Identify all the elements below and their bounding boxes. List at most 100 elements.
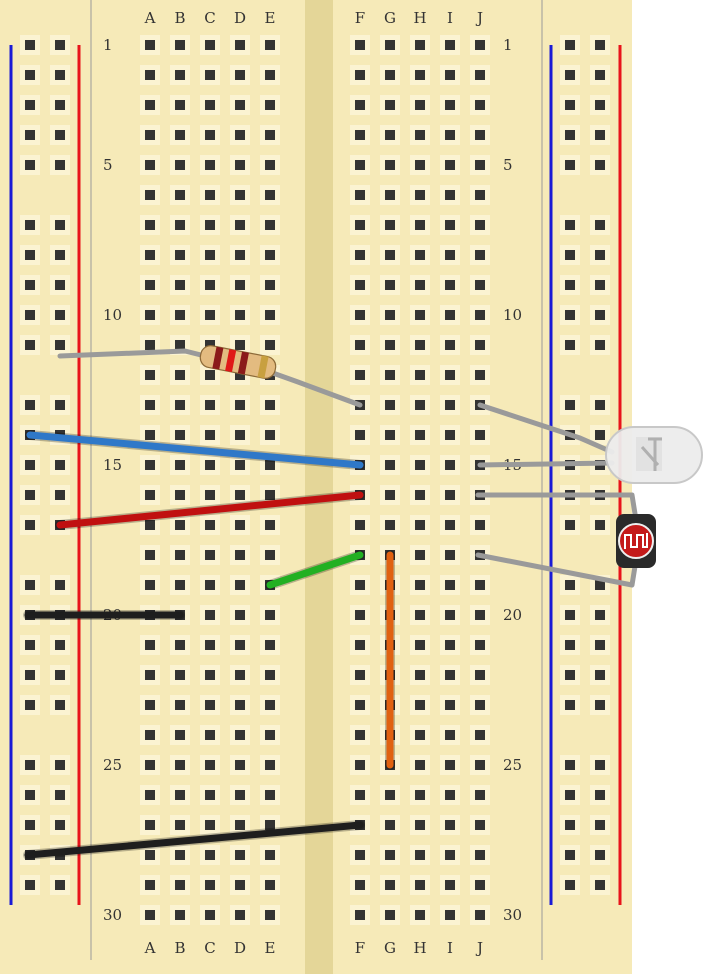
- hole: [565, 520, 575, 530]
- wire-black-bottom: [24, 821, 364, 859]
- hole: [205, 820, 215, 830]
- holes-layer: [20, 35, 610, 925]
- hole: [475, 310, 485, 320]
- hole: [235, 250, 245, 260]
- hole: [385, 820, 395, 830]
- hole: [355, 190, 365, 200]
- hole: [145, 310, 155, 320]
- hole: [385, 130, 395, 140]
- hole: [415, 880, 425, 890]
- hole: [235, 130, 245, 140]
- hole: [175, 190, 185, 200]
- hole: [415, 790, 425, 800]
- wires-layer: [23, 430, 395, 860]
- hole: [175, 370, 185, 380]
- hole: [265, 430, 275, 440]
- hole: [235, 790, 245, 800]
- hole: [265, 760, 275, 770]
- hole: [475, 220, 485, 230]
- hole: [565, 610, 575, 620]
- row-label-right: 1: [503, 36, 513, 54]
- hole: [355, 340, 365, 350]
- hole: [445, 490, 455, 500]
- hole: [475, 700, 485, 710]
- hole: [385, 100, 395, 110]
- hole: [595, 160, 605, 170]
- hole: [415, 190, 425, 200]
- hole: [55, 280, 65, 290]
- hole: [445, 190, 455, 200]
- hole: [145, 370, 155, 380]
- hole: [445, 700, 455, 710]
- hole: [25, 580, 35, 590]
- hole: [55, 490, 65, 500]
- hole: [175, 70, 185, 80]
- column-label-bottom: H: [413, 939, 426, 957]
- hole: [565, 640, 575, 650]
- hole: [205, 730, 215, 740]
- component-leads: [57, 348, 639, 588]
- hole: [385, 910, 395, 920]
- hole: [175, 460, 185, 470]
- hole: [145, 460, 155, 470]
- hole: [385, 310, 395, 320]
- hole: [475, 820, 485, 830]
- row-label-right: 5: [503, 156, 513, 174]
- hole: [25, 100, 35, 110]
- hole: [445, 340, 455, 350]
- hole: [415, 760, 425, 770]
- hole: [235, 820, 245, 830]
- hole: [175, 40, 185, 50]
- hole: [175, 850, 185, 860]
- hole: [475, 790, 485, 800]
- row-label-left: 10: [103, 306, 122, 324]
- hole: [145, 130, 155, 140]
- hole: [385, 40, 395, 50]
- row-label-left: 25: [103, 756, 122, 774]
- hole: [445, 550, 455, 560]
- hole: [145, 880, 155, 890]
- hole: [355, 250, 365, 260]
- hole: [175, 430, 185, 440]
- hole: [205, 580, 215, 590]
- hole: [235, 910, 245, 920]
- hole: [265, 670, 275, 680]
- hole: [445, 910, 455, 920]
- photoresistor-trace-icon: [624, 533, 648, 549]
- hole: [385, 190, 395, 200]
- hole: [25, 820, 35, 830]
- hole: [205, 100, 215, 110]
- hole: [145, 760, 155, 770]
- hole: [205, 430, 215, 440]
- wire-green: [266, 551, 364, 589]
- column-label-top: J: [475, 9, 483, 27]
- hole: [565, 70, 575, 80]
- hole: [175, 790, 185, 800]
- hole: [415, 40, 425, 50]
- hole: [145, 430, 155, 440]
- row-label-right: 20: [503, 606, 522, 624]
- hole: [385, 430, 395, 440]
- hole: [25, 40, 35, 50]
- hole: [595, 310, 605, 320]
- resistor-band: [212, 346, 224, 370]
- hole: [145, 820, 155, 830]
- hole: [235, 760, 245, 770]
- hole: [355, 730, 365, 740]
- hole: [475, 730, 485, 740]
- led: [605, 426, 703, 484]
- row-label-left: 5: [103, 156, 113, 174]
- hole: [55, 640, 65, 650]
- hole: [565, 850, 575, 860]
- hole: [415, 520, 425, 530]
- hole: [145, 520, 155, 530]
- hole: [205, 880, 215, 890]
- column-label-bottom: G: [384, 939, 396, 957]
- resistor-lead-left: [57, 348, 208, 359]
- hole: [235, 730, 245, 740]
- hole: [415, 130, 425, 140]
- hole: [445, 310, 455, 320]
- hole: [175, 100, 185, 110]
- hole: [475, 100, 485, 110]
- hole: [145, 850, 155, 860]
